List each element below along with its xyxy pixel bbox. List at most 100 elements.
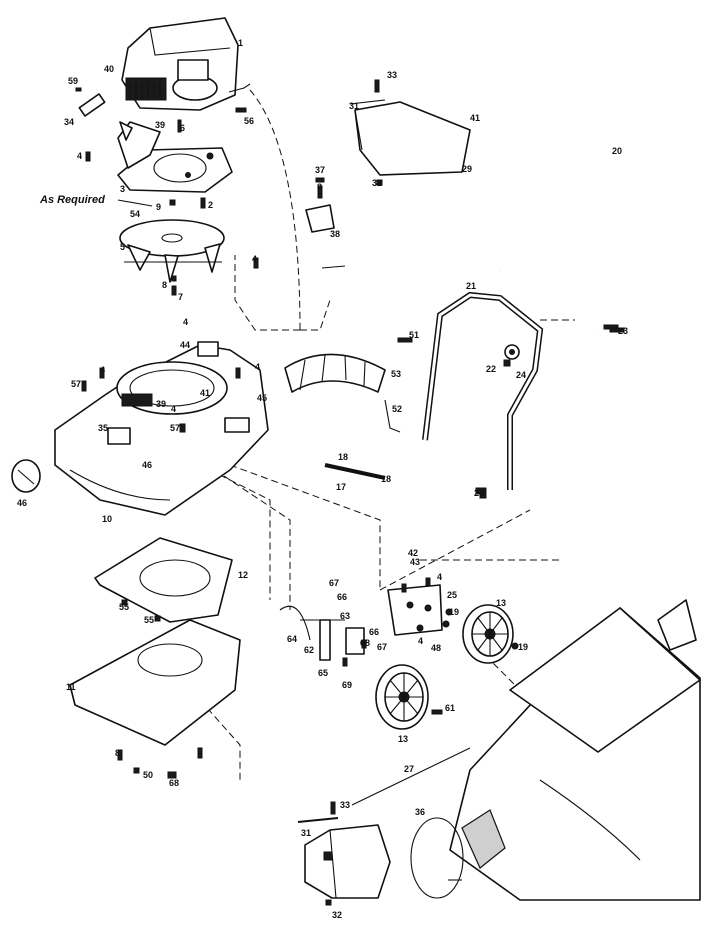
callout-48: 48 [431, 643, 441, 653]
callout-32-b: 32 [332, 910, 342, 920]
callout-19-b: 19 [518, 642, 528, 652]
base-pan-11 [69, 619, 241, 779]
callout-44: 44 [180, 340, 190, 350]
callout-50: 50 [143, 770, 153, 780]
callout-26: 26 [474, 488, 484, 498]
bracket-37 [305, 177, 335, 233]
callout-63: 63 [340, 611, 350, 621]
as-required-note: As Required [39, 194, 105, 206]
callout-19-a: 19 [449, 607, 459, 617]
collection-bag [449, 599, 701, 901]
fan-housing-plate [117, 121, 233, 193]
callout-59: 59 [68, 76, 78, 86]
callout-62: 62 [304, 645, 314, 655]
wheel-front [375, 664, 443, 730]
callout-33-b: 33 [340, 800, 350, 810]
bag-frame [410, 817, 464, 899]
callout-25: 25 [447, 590, 457, 600]
callout-31-b: 31 [301, 828, 311, 838]
callout-41-b: 41 [200, 388, 210, 398]
callout-69: 69 [342, 680, 352, 690]
upper-handle [498, 138, 692, 336]
callout-55-b: 55 [144, 615, 154, 625]
callout-12: 12 [238, 570, 248, 580]
callout-52: 52 [392, 404, 402, 414]
callout-39-a: 39 [155, 120, 165, 130]
callout-4-e: 4 [255, 362, 260, 372]
callout-45: 45 [257, 393, 267, 403]
callout-4-h: 4 [418, 636, 423, 646]
wheel-rear [462, 604, 519, 664]
callout-51: 51 [409, 330, 419, 340]
callout-66-b: 66 [369, 627, 379, 637]
callout-33-a: 33 [387, 70, 397, 80]
axle-rod [324, 463, 386, 480]
callout-18-b: 18 [381, 474, 391, 484]
callout-65: 65 [318, 668, 328, 678]
callout-7: 7 [178, 292, 183, 302]
callout-67-b: 67 [377, 642, 387, 652]
bottom-plate-12 [94, 537, 233, 623]
callout-64: 64 [287, 634, 297, 644]
callout-27: 27 [404, 764, 414, 774]
discharge-chute-top [349, 79, 471, 186]
callout-31-a: 31 [349, 101, 359, 111]
chute-adapter [297, 747, 471, 906]
engine [121, 17, 239, 111]
callout-23: 23 [618, 326, 628, 336]
callout-42: 42 [408, 548, 418, 558]
callout-67-a: 67 [329, 578, 339, 588]
callout-2: 2 [208, 200, 213, 210]
callout-3: 3 [120, 184, 125, 194]
callout-41-a: 41 [470, 113, 480, 123]
callout-54: 54 [130, 209, 140, 219]
callout-10: 10 [102, 514, 112, 524]
callout-57-b: 57 [170, 423, 180, 433]
callout-4-a: 4 [77, 151, 82, 161]
callout-56: 56 [244, 116, 254, 126]
callout-34: 34 [64, 117, 74, 127]
callout-labels: As Required 1 2 3 4 4 4 4 4 4 4 4 5 6 7 … [17, 38, 628, 920]
callout-13-b: 13 [398, 734, 408, 744]
callout-4-d: 4 [100, 365, 105, 375]
callout-53: 53 [391, 369, 401, 379]
callout-4-g: 4 [437, 572, 442, 582]
callout-5: 5 [120, 242, 125, 252]
callout-46-b: 46 [142, 460, 152, 470]
callout-46-a: 46 [17, 498, 27, 508]
callout-1: 1 [238, 38, 243, 48]
callout-61: 61 [445, 703, 455, 713]
callout-24: 24 [516, 370, 526, 380]
side-cover [11, 459, 41, 493]
lower-handle [422, 291, 544, 499]
callout-35: 35 [98, 423, 108, 433]
axle-bracket [279, 265, 443, 667]
callout-8-a: 8 [162, 280, 167, 290]
callout-40: 40 [104, 64, 114, 74]
callout-9: 9 [156, 202, 161, 212]
callout-21: 21 [466, 281, 476, 291]
callout-22: 22 [486, 364, 496, 374]
callout-66-a: 66 [337, 592, 347, 602]
main-housing [54, 341, 269, 516]
impeller [119, 219, 225, 283]
callout-68-b: 68 [169, 778, 179, 788]
callout-68-a: 68 [360, 638, 370, 648]
callout-17: 17 [336, 482, 346, 492]
small-hardware [75, 83, 259, 296]
callout-18-a: 18 [338, 452, 348, 462]
callout-8-c: 8 [115, 748, 120, 758]
callout-38: 38 [330, 229, 340, 239]
callout-11: 11 [66, 682, 76, 692]
callout-13-a: 13 [496, 598, 506, 608]
callout-55-a: 55 [119, 602, 129, 612]
callout-4-c: 4 [183, 317, 188, 327]
callout-43: 43 [410, 557, 420, 567]
callout-39-b: 39 [156, 399, 166, 409]
callout-8-b: 8 [317, 182, 322, 192]
right-hardware [416, 327, 625, 632]
callout-20: 20 [612, 146, 622, 156]
grille [284, 337, 413, 433]
callout-6: 6 [180, 123, 185, 133]
